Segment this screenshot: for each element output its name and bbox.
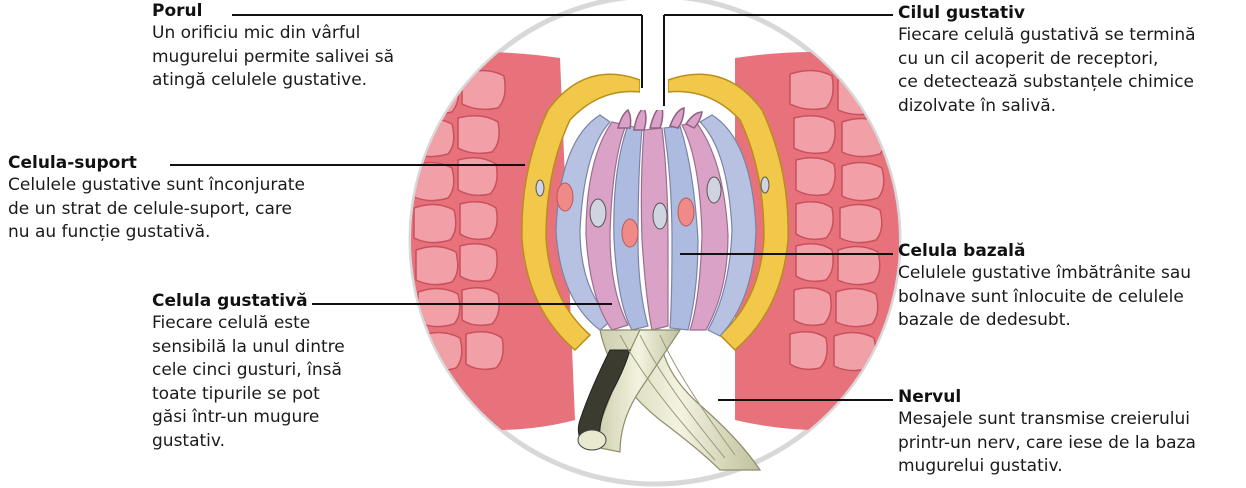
callout-title: Nervul	[898, 386, 1243, 408]
callout-title: Celula bazală	[898, 240, 1243, 262]
callout-cilul-gustativ: Cilul gustativ Fiecare celulă gustativă …	[898, 2, 1238, 118]
callout-title: Porul	[152, 0, 472, 22]
callout-title: Celula-suport	[8, 152, 378, 174]
callout-text: Mesajele sunt transmise creierului print…	[898, 408, 1243, 479]
callout-text: Celulele gustative îmbătrânite sau bolna…	[898, 262, 1243, 333]
callout-text: Celulele gustative sunt înconjurate de u…	[8, 174, 378, 245]
callout-text: Un orificiu mic din vârful mugurelui per…	[152, 22, 472, 93]
callout-celula-gustativa: Celula gustativă Fiecare celulă este sen…	[152, 290, 412, 453]
callout-nervul: Nervul Mesajele sunt transmise creierulu…	[898, 386, 1243, 479]
callout-title: Celula gustativă	[152, 290, 412, 312]
callout-celula-bazala: Celula bazală Celulele gustative îmbătrâ…	[898, 240, 1243, 333]
callout-title: Cilul gustativ	[898, 2, 1238, 24]
callout-porul: Porul Un orificiu mic din vârful mugurel…	[152, 0, 472, 93]
callout-text: Fiecare celulă gustativă se termină cu u…	[898, 24, 1238, 118]
callout-text: Fiecare celulă este sensibilă la unul di…	[152, 312, 412, 453]
callout-celula-suport: Celula-suport Celulele gustative sunt în…	[8, 152, 378, 245]
